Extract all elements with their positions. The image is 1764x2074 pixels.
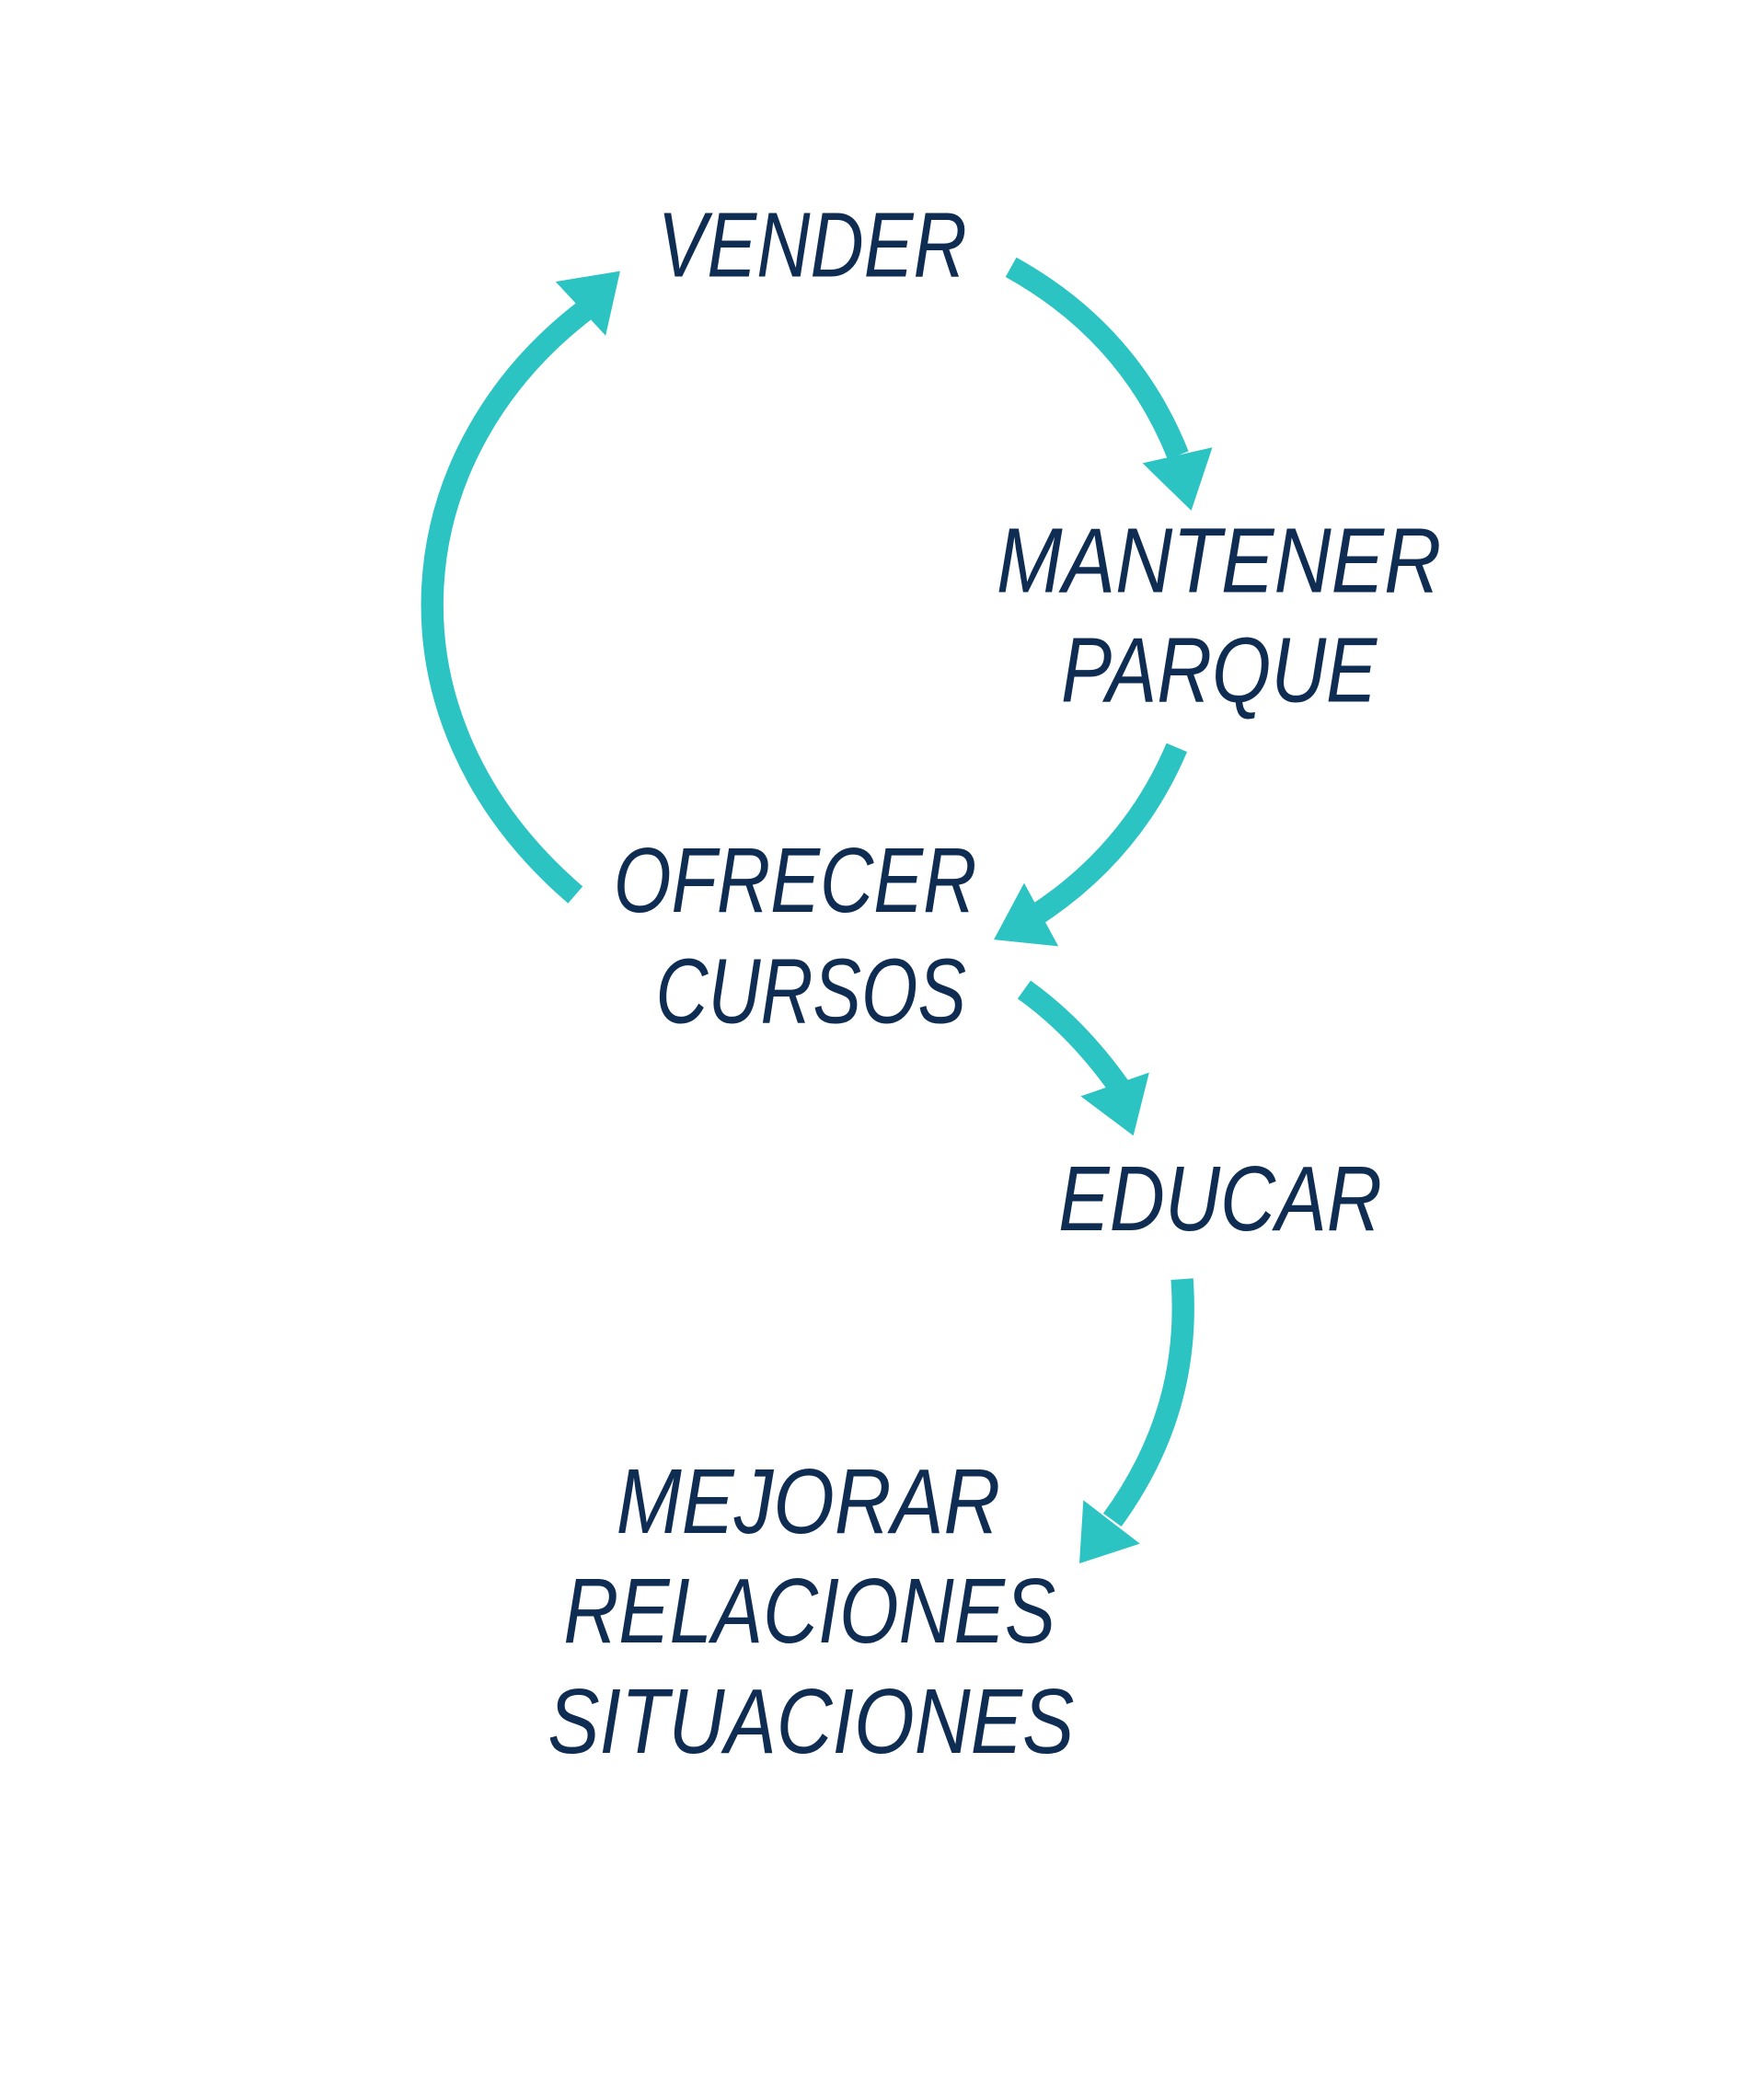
arrow-ofrecer-to-vender [421, 271, 620, 904]
node-ofrecer-line2: CURSOS [656, 939, 967, 1043]
node-educar: EDUCAR [1058, 1147, 1382, 1250]
arrow-ofrecer-to-educar [1017, 980, 1149, 1136]
node-mantener-line2: PARQUE [1061, 618, 1378, 721]
arrow-vender-to-mantener [1005, 257, 1213, 511]
node-vender: VENDER [658, 193, 967, 296]
node-mejorar-line1: MEJORAR [617, 1450, 1001, 1553]
node-mantener-line1: MANTENER [997, 510, 1441, 613]
node-ofrecer-line1: OFRECER [614, 829, 977, 932]
node-mejorar-line3: SITUACIONES [548, 1670, 1074, 1773]
arrow-mantener-to-ofrecer [994, 743, 1188, 947]
arrow-educar-to-mejorar [1079, 1278, 1194, 1564]
node-mejorar-line2: RELACIONES [563, 1560, 1055, 1663]
